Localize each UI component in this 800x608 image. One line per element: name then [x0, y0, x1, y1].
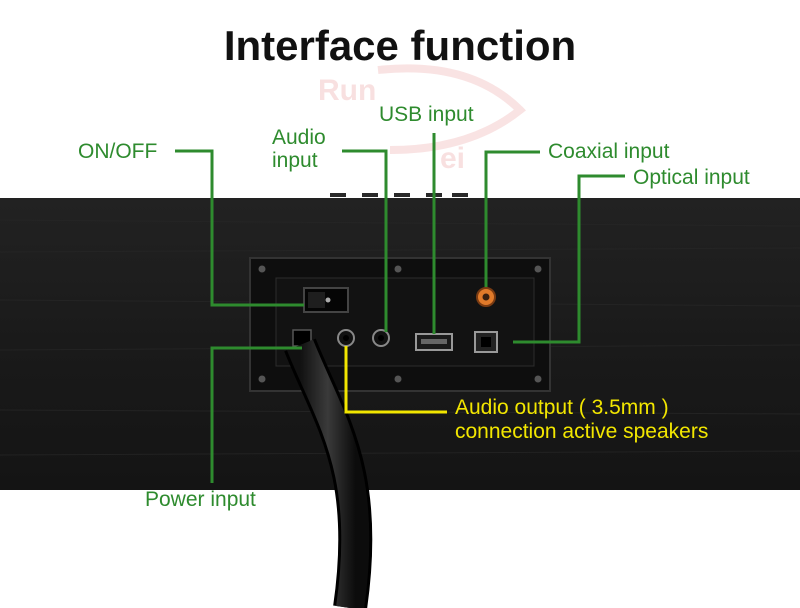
callout-coaxial	[484, 150, 540, 287]
callout-power-input	[210, 346, 302, 483]
label-optical-input: Optical input	[633, 166, 750, 189]
callout-audio-output	[344, 346, 447, 414]
panel-screws	[258, 265, 542, 383]
audio-input-jack[interactable]	[372, 329, 390, 347]
label-coaxial-input: Coaxial input	[548, 140, 670, 163]
power-cable	[287, 339, 370, 608]
callout-optical	[513, 174, 625, 344]
page-title: Interface function	[223, 22, 577, 69]
label-audio-input-line1: Audio	[272, 126, 326, 149]
label-on-off: ON/OFF	[78, 140, 158, 163]
label-audio-output-line1: Audio output ( 3.5mm )	[455, 396, 669, 419]
label-audio-output-line2: connection active speakers	[455, 420, 709, 443]
power-switch[interactable]	[303, 287, 349, 313]
audio-output-jack[interactable]	[337, 329, 355, 347]
callout-lines	[175, 133, 625, 483]
label-power-input: Power input	[145, 488, 256, 511]
usb-port[interactable]	[415, 333, 453, 351]
label-audio-input-line2: input	[272, 149, 318, 172]
watermark-logo: Run ei	[318, 64, 526, 175]
watermark-text-1: Run	[318, 74, 376, 107]
coaxial-port[interactable]	[476, 287, 496, 307]
label-usb-input: USB input	[379, 103, 474, 126]
optical-port[interactable]	[474, 331, 498, 353]
callout-audio-input	[342, 149, 388, 332]
device-top-ridges	[330, 193, 468, 197]
callout-on-off	[175, 149, 304, 307]
